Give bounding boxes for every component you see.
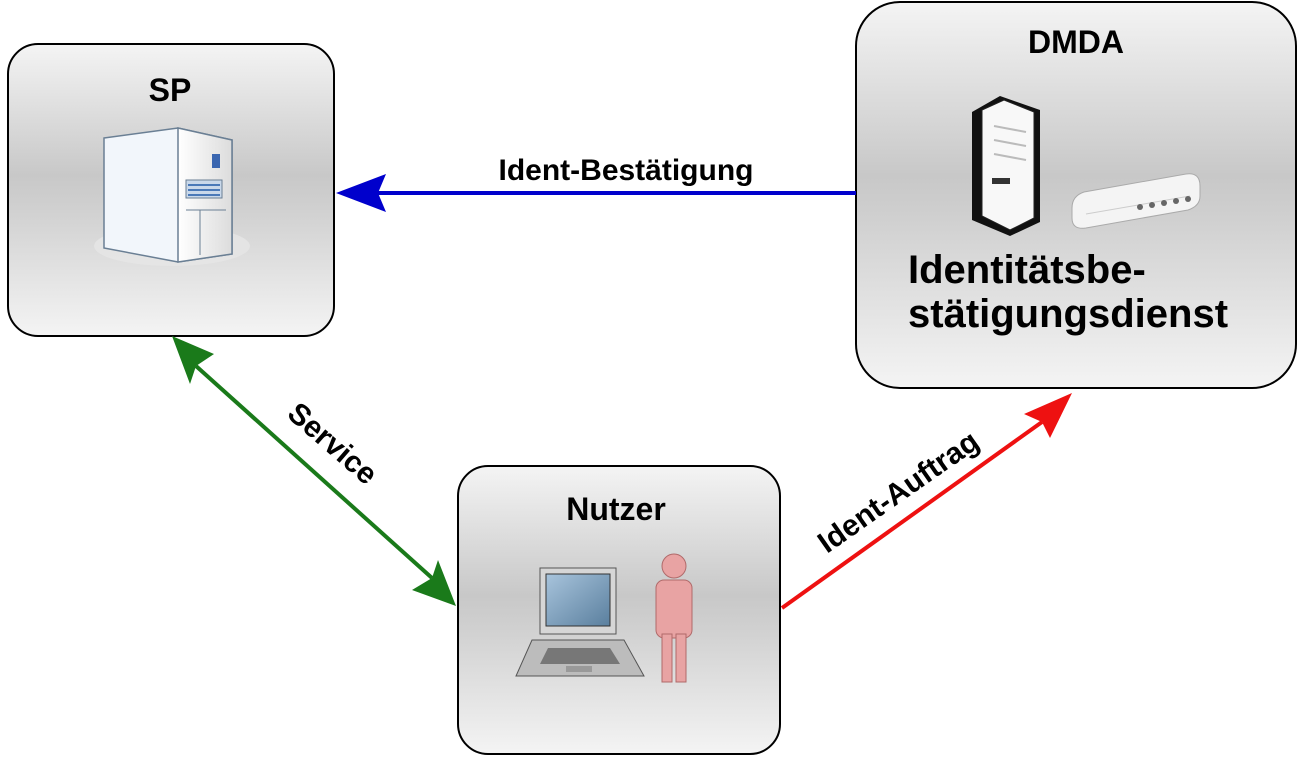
dmda-subtitle-line1: Identitätsbe-: [908, 248, 1146, 292]
server-tower-icon: [94, 127, 250, 266]
node-sp: SP: [7, 43, 335, 337]
server-tower-icon: [972, 96, 1040, 236]
edge-ident-bestaetigung: Ident-Bestätigung: [336, 154, 856, 212]
edge-ident-auftrag: Ident-Auftrag: [780, 393, 1072, 610]
sp-title: SP: [149, 72, 192, 108]
router-icon: [1071, 173, 1201, 229]
dmda-subtitle-line2: stätigungsdienst: [908, 292, 1228, 336]
edge-label-ident-auftrag: Ident-Auftrag: [812, 425, 985, 560]
arrowhead-up-right: [1024, 393, 1072, 438]
edge-label-ident-bestaetigung: Ident-Bestätigung: [499, 154, 754, 187]
arrowhead-down: [412, 560, 456, 606]
edge-line: [194, 364, 434, 580]
laptop-icon: [515, 567, 645, 677]
arrowhead-left: [336, 174, 386, 212]
node-dmda: DMDA Identitätsbe- stätigungsdienst: [855, 1, 1297, 389]
edge-line: [780, 420, 1044, 610]
nutzer-box: [457, 465, 781, 755]
edge-service: Service: [172, 336, 456, 606]
dmda-title: DMDA: [1028, 24, 1124, 60]
node-nutzer: Nutzer: [457, 465, 781, 755]
arrowhead-up: [172, 336, 214, 384]
person-icon: [655, 553, 693, 683]
edge-label-service: Service: [281, 396, 383, 491]
nutzer-title: Nutzer: [566, 491, 666, 527]
